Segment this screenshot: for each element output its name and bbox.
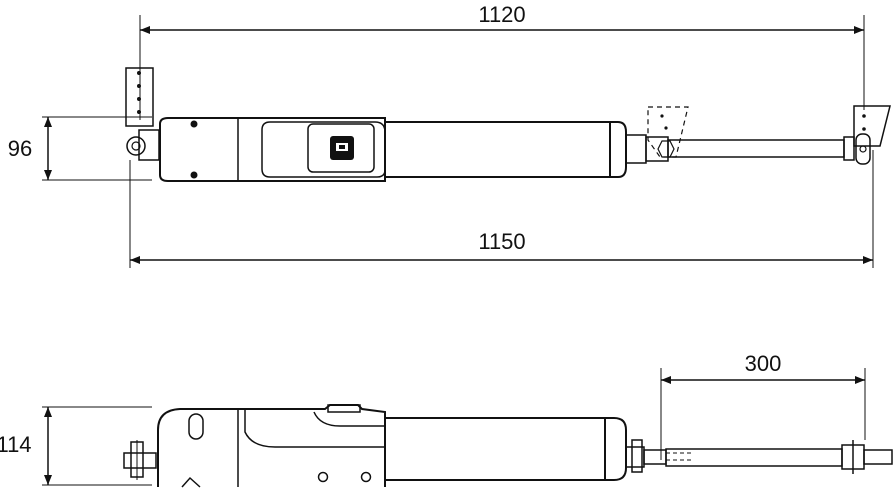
dimension-label-1120: 1120 <box>478 2 525 27</box>
dimension-label-1150: 1150 <box>478 229 525 254</box>
piston-rod-side <box>625 439 893 474</box>
dimension-label-300: 300 <box>745 351 782 376</box>
actuator-tube-side <box>384 417 627 481</box>
motor-housing-side <box>157 404 386 488</box>
dimension-300: 300 <box>660 351 866 460</box>
dimension-1150: 1150 <box>129 150 874 268</box>
alternate-bracket-dashed <box>647 106 689 158</box>
dimension-label-114: 114 <box>0 432 32 457</box>
rear-bracket-side <box>123 440 157 480</box>
side-view: 114 300 <box>0 351 893 488</box>
dimension-96: 96 <box>8 116 152 181</box>
motor-housing <box>159 117 386 182</box>
rear-bracket <box>125 67 160 161</box>
actuator-tube <box>384 121 627 178</box>
dimension-label-96: 96 <box>8 136 32 161</box>
top-view: 1120 1150 96 <box>8 2 891 268</box>
front-bracket <box>853 105 891 165</box>
piston-rod <box>625 134 855 164</box>
dimension-1120: 1120 <box>139 2 865 120</box>
dimension-114: 114 <box>0 406 152 486</box>
